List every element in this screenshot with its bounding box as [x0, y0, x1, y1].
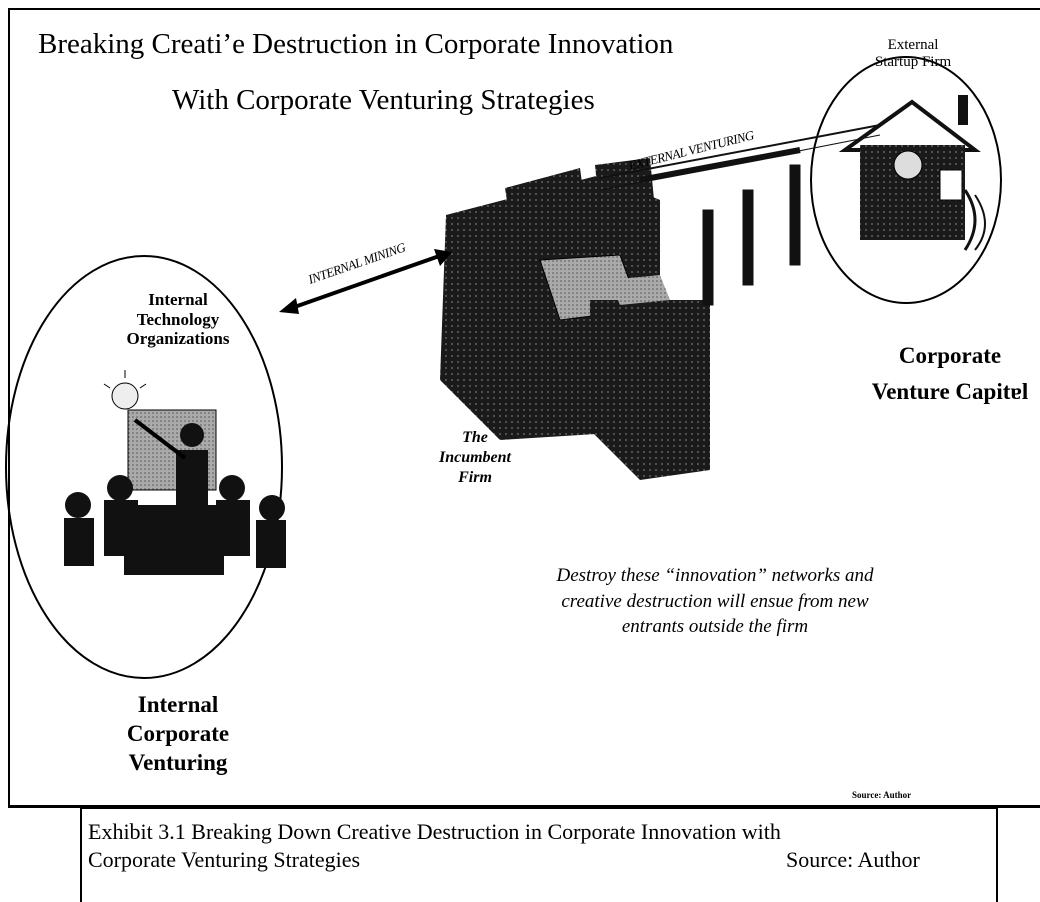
- caption-source: Source: Author: [786, 847, 920, 873]
- external-venturing-label: EXTERNAL VENTURING: [626, 127, 756, 173]
- note-line1: Destroy these “innovation” networks and: [505, 563, 925, 589]
- caption-line2: Corporate Venturing Strategies: [88, 847, 360, 873]
- external-startup-line2: Startup Firm: [868, 54, 958, 71]
- icv-line1: Internal: [108, 690, 248, 719]
- internal-tech-label-line2: Technology: [118, 310, 238, 330]
- incumbent-line3: Firm: [420, 468, 530, 488]
- incumbent-line1: The: [420, 428, 530, 448]
- incumbent-firm-label: The Incumbent Firm: [420, 428, 530, 488]
- note-line3: entrants outside the firm: [505, 614, 925, 640]
- note-line2: creative destruction will ensue from new: [505, 589, 925, 615]
- incumbent-line2: Incumbent: [420, 448, 530, 468]
- internal-tech-label-line1: Internal: [118, 290, 238, 310]
- caption-line1: Exhibit 3.1 Breaking Down Creative Destr…: [88, 819, 781, 845]
- source-small: Source: Author: [852, 790, 911, 800]
- cvc-line2: Venture Capitɐl: [855, 374, 1040, 410]
- meeting-illustration: [64, 370, 286, 575]
- icv-line3: Venturing: [108, 748, 248, 777]
- external-startup-line1: External: [868, 37, 958, 54]
- internal-tech-label-line3: Organizations: [118, 329, 238, 349]
- internal-mining-label: INTERNAL MINING: [305, 239, 408, 287]
- external-startup-label: External Startup Firm: [868, 37, 958, 72]
- destroy-networks-note: Destroy these “innovation” networks and …: [505, 563, 925, 640]
- internal-tech-label: Internal Technology Organizations: [118, 290, 238, 349]
- corporate-venture-capital-label: Corporate Venture Capitɐl: [855, 338, 1040, 409]
- startup-house: [845, 95, 985, 250]
- icv-line2: Corporate: [108, 719, 248, 748]
- internal-corporate-venturing-label: Internal Corporate Venturing: [108, 690, 248, 778]
- cvc-line1: Corporate: [855, 338, 1040, 374]
